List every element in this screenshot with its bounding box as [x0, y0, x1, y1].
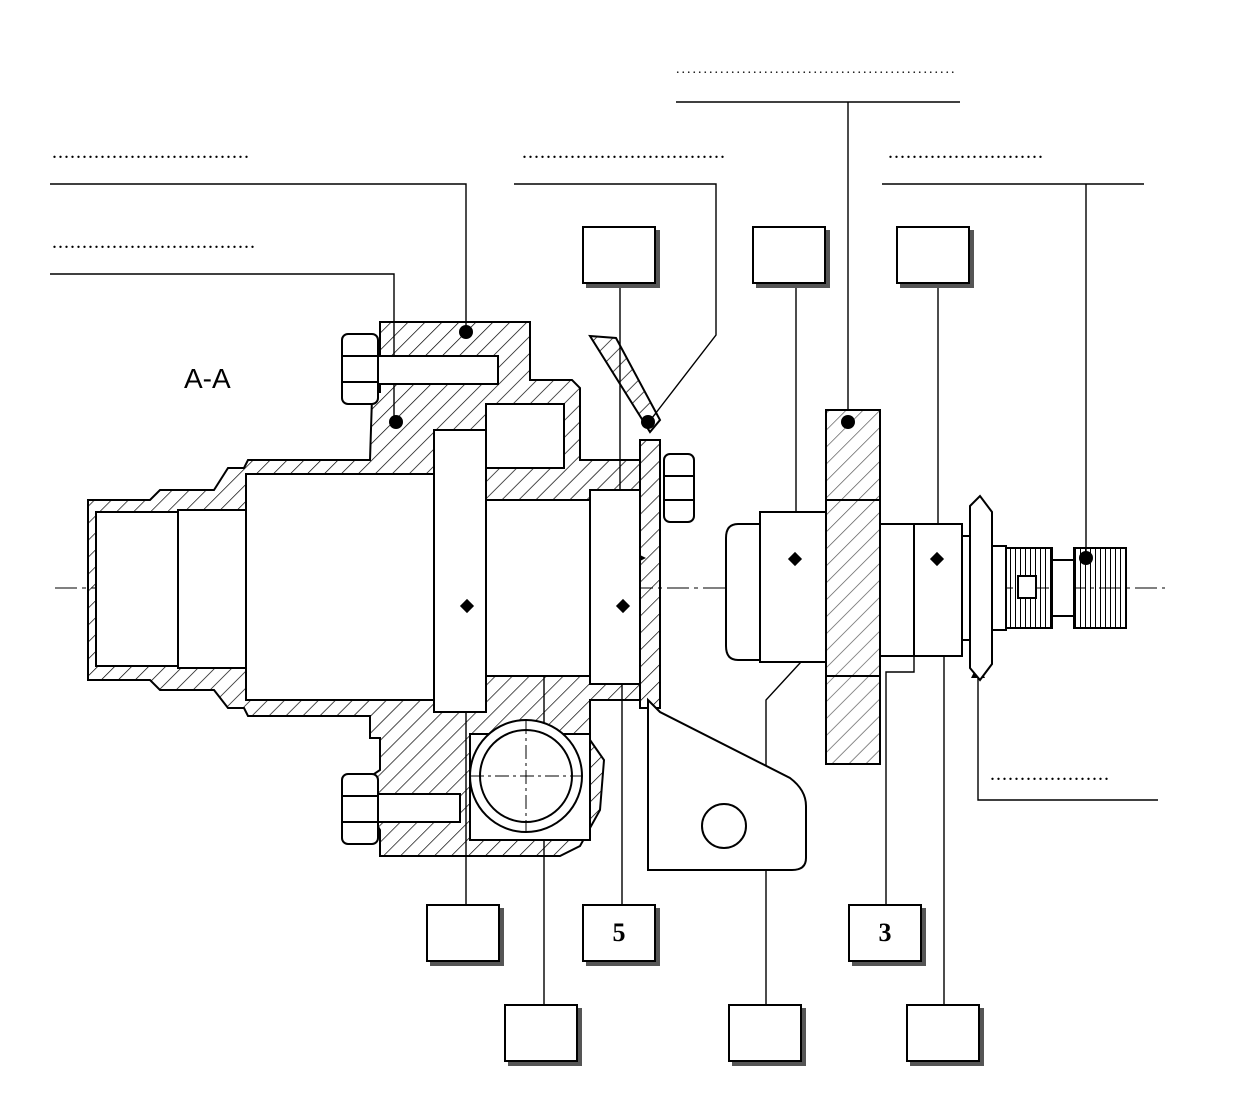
leader-markers [389, 325, 1093, 614]
blank-line-2: .................................. [52, 231, 256, 253]
tube-section [469, 719, 583, 833]
label-box-bottom-1 [426, 904, 500, 962]
bolts [341, 333, 695, 845]
label-box-top-3 [896, 226, 970, 284]
label-box-top-2 [752, 226, 826, 284]
blank-line-4: ........................................… [676, 62, 957, 77]
label-box-top-1 [582, 226, 656, 284]
bracket-plate [588, 334, 807, 871]
shaft-assembly [725, 494, 1127, 682]
blank-line-1: ................................. [52, 141, 250, 163]
label-box-lower-2 [728, 1004, 802, 1062]
blank-line-5: .......................... [888, 141, 1044, 163]
label-box-bottom-3: 3 [848, 904, 922, 962]
label-box-bottom-2: 5 [582, 904, 656, 962]
label-box-lower-3 [906, 1004, 980, 1062]
blank-line-6: .................... [990, 763, 1110, 785]
helical-gear [825, 409, 881, 765]
section-label: A-A [184, 363, 231, 394]
blank-line-3: .................................. [522, 141, 726, 163]
label-box-lower-1 [504, 1004, 578, 1062]
